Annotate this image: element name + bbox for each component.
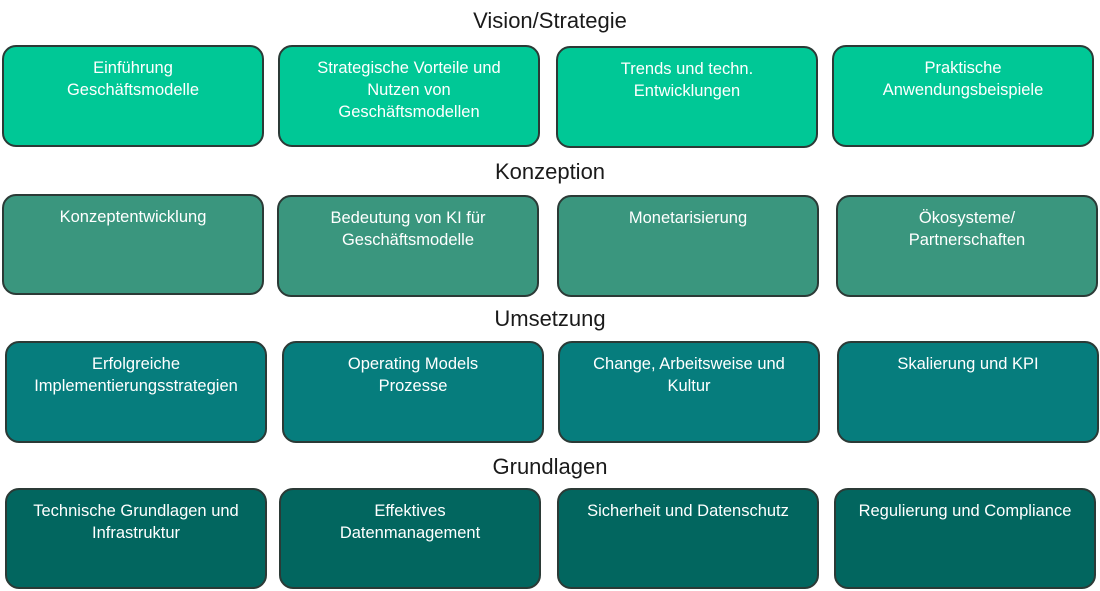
section-title-vision-strategie: Vision/Strategie bbox=[473, 8, 627, 33]
section-title-umsetzung: Umsetzung bbox=[494, 306, 606, 331]
box-sicherheit-datenschutz: Sicherheit und Datenschutz bbox=[557, 488, 819, 589]
box-operating-models-prozesse: Operating Models Prozesse bbox=[282, 341, 544, 443]
box-einfuehrung-geschaeftsmodelle: Einführung Geschäftsmodelle bbox=[2, 45, 264, 147]
box-regulierung-compliance: Regulierung und Compliance bbox=[834, 488, 1096, 589]
box-effektives-datenmanagement: Effektives Datenmanagement bbox=[279, 488, 541, 589]
box-erfolgreiche-implementierungsstrategien: Erfolgreiche Implementierungsstrategien bbox=[5, 341, 267, 443]
box-monetarisierung: Monetarisierung bbox=[557, 195, 819, 297]
box-oekosysteme-partnerschaften: Ökosysteme/ Partnerschaften bbox=[836, 195, 1098, 297]
box-praktische-anwendungsbeispiele: Praktische Anwendungsbeispiele bbox=[832, 45, 1094, 147]
section-title-konzeption: Konzeption bbox=[494, 159, 606, 184]
box-konzeptentwicklung: Konzeptentwicklung bbox=[2, 194, 264, 295]
box-strategische-vorteile: Strategische Vorteile und Nutzen von Ges… bbox=[278, 45, 540, 147]
box-technische-grundlagen-infrastruktur: Technische Grundlagen und Infrastruktur bbox=[5, 488, 267, 589]
box-change-arbeitsweise-kultur: Change, Arbeitsweise und Kultur bbox=[558, 341, 820, 443]
section-title-grundlagen: Grundlagen bbox=[492, 454, 608, 479]
box-bedeutung-ki: Bedeutung von KI für Geschäftsmodelle bbox=[277, 195, 539, 297]
box-skalierung-kpi: Skalierung und KPI bbox=[837, 341, 1099, 443]
box-trends-entwicklungen: Trends und techn. Entwicklungen bbox=[556, 46, 818, 148]
